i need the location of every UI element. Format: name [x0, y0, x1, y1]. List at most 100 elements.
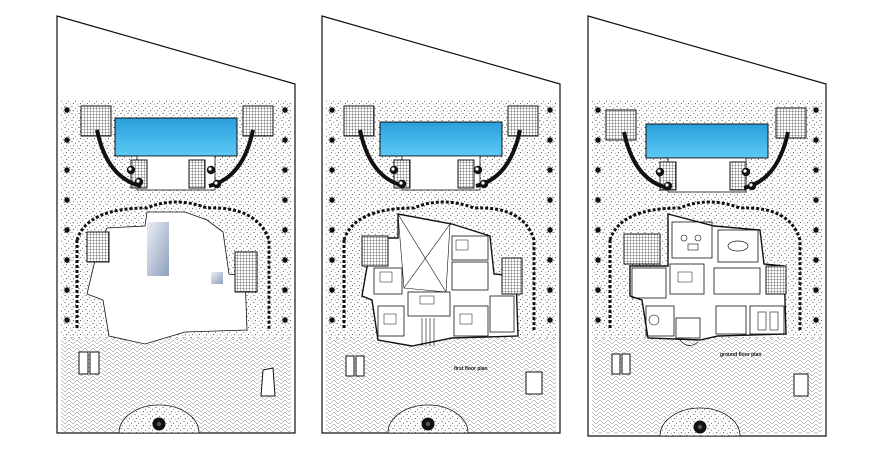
- floor-caption: ground floor plan: [720, 352, 761, 358]
- guest-room: [715, 305, 747, 335]
- shrub: [328, 226, 336, 234]
- shrub: [328, 286, 336, 294]
- coffee-table: [687, 243, 699, 251]
- site-boundary: [321, 15, 561, 434]
- shrub: [812, 226, 820, 234]
- shrub: [328, 136, 336, 144]
- shrub: [546, 256, 554, 264]
- armchair: [694, 234, 702, 242]
- shrub: [63, 166, 71, 174]
- site-boundary: [587, 15, 827, 437]
- shrub: [281, 166, 289, 174]
- guard-house: [260, 367, 276, 397]
- shrub: [546, 226, 554, 234]
- pergola-left: [605, 109, 637, 141]
- bedroom-4: [453, 305, 489, 337]
- bedroom-2: [451, 235, 489, 261]
- terrace-left: [86, 231, 110, 263]
- skylight-small: [211, 272, 223, 284]
- tree: [741, 167, 751, 177]
- bed: [459, 313, 473, 325]
- entry-steps: [679, 339, 699, 346]
- shrub: [594, 166, 602, 174]
- tree: [421, 417, 435, 431]
- shrub: [594, 136, 602, 144]
- staircase: [421, 318, 435, 346]
- shrub: [63, 106, 71, 114]
- shrub: [546, 196, 554, 204]
- car-left-1: [78, 351, 89, 375]
- shrub: [812, 196, 820, 204]
- shrub: [281, 226, 289, 234]
- shrub: [281, 316, 289, 324]
- shrub: [594, 196, 602, 204]
- family-room: [631, 267, 667, 299]
- shrub: [546, 166, 554, 174]
- terrace-left: [623, 233, 661, 265]
- guard-house: [793, 373, 809, 397]
- swimming-pool: [114, 117, 238, 157]
- stair-hall: [675, 317, 701, 339]
- car-left-2: [355, 355, 365, 377]
- shrub: [594, 256, 602, 264]
- shrub: [328, 106, 336, 114]
- shrub: [281, 136, 289, 144]
- swimming-pool: [645, 123, 769, 159]
- shrub: [594, 106, 602, 114]
- tree: [747, 181, 757, 191]
- bathroom: [451, 261, 489, 291]
- terrace-right: [234, 251, 258, 293]
- shrub: [63, 316, 71, 324]
- shrub: [281, 106, 289, 114]
- shrub: [546, 136, 554, 144]
- pergola-right: [775, 107, 807, 139]
- guard-house: [525, 371, 543, 395]
- shrub: [63, 226, 71, 234]
- tree: [212, 179, 222, 189]
- sofa: [677, 271, 693, 283]
- tree: [152, 417, 166, 431]
- site-plan-roof: [56, 15, 296, 434]
- terrace-left: [361, 235, 389, 267]
- bedroom-3: [377, 305, 405, 337]
- shrub: [594, 286, 602, 294]
- floor-caption: first floor plan: [454, 366, 488, 372]
- shrub: [63, 136, 71, 144]
- terrace-right: [765, 265, 787, 295]
- pergola-right: [507, 105, 539, 137]
- garden-border: [75, 200, 271, 330]
- garden-border: [608, 200, 802, 330]
- site-boundary: [56, 15, 296, 434]
- car-left-2: [89, 351, 100, 375]
- table: [419, 295, 435, 305]
- garden-border: [342, 200, 536, 330]
- dining-table: [727, 240, 749, 252]
- skylight: [147, 222, 169, 276]
- shrub: [812, 286, 820, 294]
- car: [757, 311, 767, 331]
- shrub: [546, 106, 554, 114]
- bed: [379, 271, 393, 283]
- shrub: [63, 196, 71, 204]
- tree: [206, 165, 216, 175]
- round-table: [648, 314, 660, 326]
- tree: [663, 181, 673, 191]
- bedroom-5: [489, 295, 515, 333]
- pergola-right: [242, 105, 274, 137]
- lounger-right: [457, 159, 475, 189]
- site-plan-first-floor: first floor plan: [321, 15, 561, 434]
- car-left-2: [621, 353, 631, 375]
- tree: [397, 179, 407, 189]
- hall: [407, 291, 451, 317]
- bed: [383, 313, 397, 325]
- dining-room: [717, 229, 759, 263]
- living-room: [671, 221, 713, 259]
- shrub: [328, 316, 336, 324]
- tree: [693, 420, 707, 434]
- car: [769, 311, 779, 331]
- shrub: [546, 316, 554, 324]
- tree: [655, 167, 665, 177]
- shrub: [63, 286, 71, 294]
- tree: [126, 165, 136, 175]
- kitchen: [713, 267, 761, 295]
